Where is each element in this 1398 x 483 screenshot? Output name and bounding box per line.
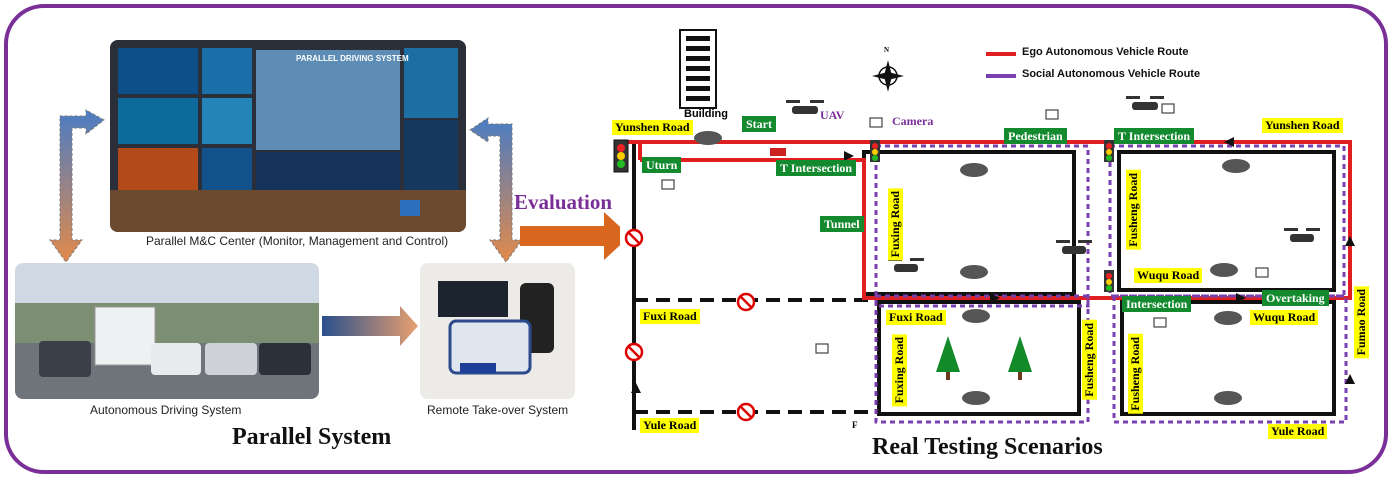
camera-label: Camera	[892, 114, 934, 128]
left-bidirectional-arrow	[49, 109, 105, 263]
road-yunshen-left: Yunshen Road	[612, 120, 693, 135]
social-route-upper-left	[874, 144, 1090, 308]
screen-title: PARALLEL DRIVING SYSTEM	[296, 54, 409, 63]
left-title: Parallel System	[232, 424, 392, 450]
horizontal-flow-arrow	[322, 306, 418, 346]
no-turn-sign-icon	[624, 228, 756, 422]
road-fuxi-block: Fuxi Road	[886, 310, 946, 325]
uav-label: UAV	[820, 108, 845, 122]
building-label: Building	[684, 108, 728, 120]
social-route-lower-right	[1112, 294, 1348, 424]
remote-takeover-photo	[420, 263, 575, 399]
traffic-light-icon	[1104, 140, 1114, 162]
event-tunnel: Tunnel	[820, 216, 864, 232]
f-mark: F	[852, 420, 858, 430]
tree-icon	[936, 336, 1032, 380]
evaluation-arrow	[520, 212, 620, 260]
block-lower-left	[877, 300, 1081, 416]
uav-icon	[786, 96, 1320, 272]
legend-ego-swatch	[986, 52, 1016, 56]
road-fusheng-upper: Fusheng Road	[1126, 170, 1141, 250]
mc-center-photo: PARALLEL DRIVING SYSTEM	[110, 40, 466, 232]
event-pedestrian: Pedestrian	[1004, 128, 1067, 144]
event-t-intersection-1: T Intersection	[776, 160, 857, 176]
car-icon	[694, 131, 1250, 405]
ego-vehicle-marker	[770, 148, 786, 156]
compass-label: N	[884, 46, 890, 54]
simulator-illustration	[420, 263, 575, 399]
road-fumao: Fumao Road	[1354, 286, 1369, 359]
autonomous-vehicles-photo	[15, 263, 319, 399]
block-upper-right	[1117, 150, 1336, 292]
event-intersection: Intersection	[1122, 296, 1192, 312]
social-route-upper-right	[1108, 144, 1346, 298]
direction-arrow	[631, 137, 1355, 393]
road-fusheng-mid: Fusheng Road	[1082, 320, 1097, 400]
road-wuqu-lower: Wuqu Road	[1250, 310, 1319, 325]
left-flow-arrows	[49, 109, 620, 346]
camera-icon	[661, 103, 1269, 354]
event-start: Start	[742, 116, 776, 132]
road-fuxi-left: Fuxi Road	[640, 309, 700, 324]
road-yule-right: Yule Road	[1268, 424, 1328, 439]
outer-frame	[4, 4, 1388, 474]
traffic-light-icon	[613, 139, 629, 173]
mc-center-caption: Parallel M&C Center (Monitor, Management…	[146, 234, 449, 248]
video-wall-illustration	[110, 40, 466, 232]
road-fusheng-lower: Fusheng Road	[1128, 334, 1143, 414]
traffic-light-icon	[1104, 270, 1114, 292]
right-bidirectional-arrow	[469, 117, 523, 263]
traffic-light-icon	[870, 140, 880, 162]
ads-caption: Autonomous Driving System	[90, 403, 242, 417]
compass-icon	[872, 60, 904, 92]
evaluation-label: Evaluation	[514, 190, 613, 214]
road-wuqu-upper: Wuqu Road	[1134, 268, 1203, 283]
road-yunshen-right: Yunshen Road	[1262, 118, 1343, 133]
legend-social-swatch	[986, 74, 1016, 78]
road-fuxing-lower: Fuxing Road	[892, 334, 907, 407]
legend-social-label: Social Autonomous Vehicle Route	[1022, 68, 1201, 80]
vehicles-illustration	[15, 263, 319, 399]
road-yule-left: Yule Road	[640, 418, 700, 433]
building-icon	[679, 29, 717, 109]
block-lower-right	[1120, 300, 1336, 416]
right-title: Real Testing Scenarios	[872, 434, 1103, 460]
testing-map	[613, 29, 1355, 430]
event-uturn: Uturn	[642, 157, 682, 173]
event-t-intersection-2: T Intersection	[1114, 128, 1195, 144]
road-fuxing-upper: Fuxing Road	[888, 188, 903, 261]
event-overtaking: Overtaking	[1262, 290, 1329, 306]
rto-caption: Remote Take-over System	[427, 403, 569, 417]
legend-ego-label: Ego Autonomous Vehicle Route	[1022, 46, 1189, 58]
